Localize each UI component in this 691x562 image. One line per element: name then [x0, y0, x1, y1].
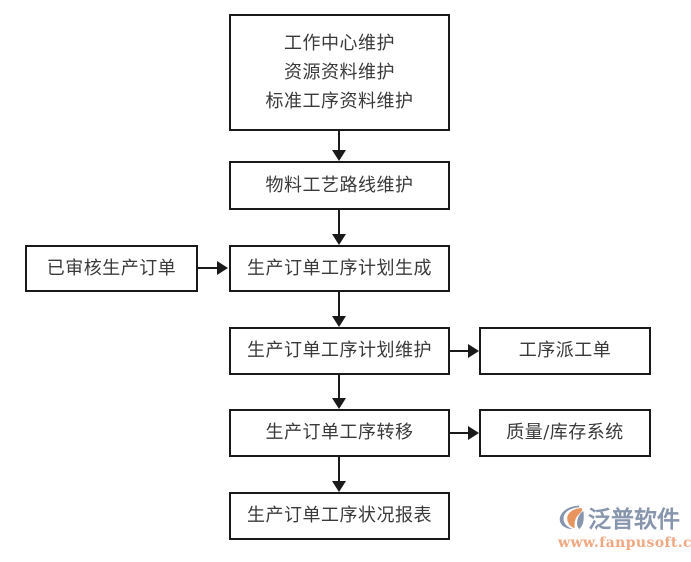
arrow-down-icon [332, 398, 346, 409]
edge-planmaint-to-transfer-line [338, 375, 340, 398]
edge-basedata-to-routing-line [338, 131, 340, 152]
arrow-down-icon [332, 481, 346, 492]
node-label: 生产订单工序计划维护 [247, 340, 432, 362]
arrow-right-icon [468, 344, 479, 358]
node-line-resource-data: 资源资料维护 [284, 61, 395, 83]
node-material-routing-maintenance[interactable]: 物料工艺路线维护 [229, 161, 450, 210]
arrow-right-icon [468, 426, 479, 440]
node-operation-transfer[interactable]: 生产订单工序转移 [229, 409, 450, 457]
fanpu-logo-icon [559, 505, 584, 529]
watermark-brand-text: 泛普软件 [588, 507, 680, 533]
node-operation-plan-generation[interactable]: 生产订单工序计划生成 [229, 245, 450, 292]
edge-plangen-to-planmaint-line [338, 292, 340, 316]
node-label: 已审核生产订单 [46, 257, 177, 279]
node-quality-inventory-system[interactable]: 质量/库存系统 [479, 409, 651, 457]
watermark-top-row: 泛普软件 [556, 500, 680, 534]
arrow-down-icon [332, 234, 346, 245]
node-label: 生产订单工序计划生成 [247, 257, 432, 279]
node-base-data-maintenance[interactable]: 工作中心维护 资源资料维护 标准工序资料维护 [229, 14, 450, 131]
node-label: 工序派工单 [518, 340, 612, 362]
edge-planmaint-to-dispatch-line [450, 350, 468, 352]
arrow-down-icon [332, 150, 346, 161]
node-label: 生产订单工序转移 [265, 422, 414, 444]
arrow-down-icon [332, 316, 346, 327]
node-line-standard-process: 标准工序资料维护 [265, 91, 414, 113]
node-operation-status-report[interactable]: 生产订单工序状况报表 [229, 492, 450, 540]
edge-transfer-to-statusreport-line [338, 457, 340, 481]
node-label: 质量/库存系统 [506, 422, 624, 444]
node-label: 生产订单工序状况报表 [247, 505, 432, 527]
arrow-right-icon [217, 261, 228, 275]
watermark-logo: 泛普软件 www.fanpusoft.com [556, 500, 691, 556]
node-operation-plan-maintenance[interactable]: 生产订单工序计划维护 [229, 327, 450, 375]
node-line-work-center: 工作中心维护 [284, 32, 395, 54]
node-operation-dispatch-order[interactable]: 工序派工单 [479, 327, 651, 375]
edge-transfer-to-qualitystock-line [450, 432, 468, 434]
node-label: 物料工艺路线维护 [265, 174, 414, 196]
watermark-url-text: www.fanpusoft.com [558, 535, 691, 551]
edge-routing-to-plangen-line [338, 210, 340, 234]
node-approved-production-order[interactable]: 已审核生产订单 [25, 245, 198, 292]
edge-approvedorder-to-plangen-line [198, 267, 219, 269]
